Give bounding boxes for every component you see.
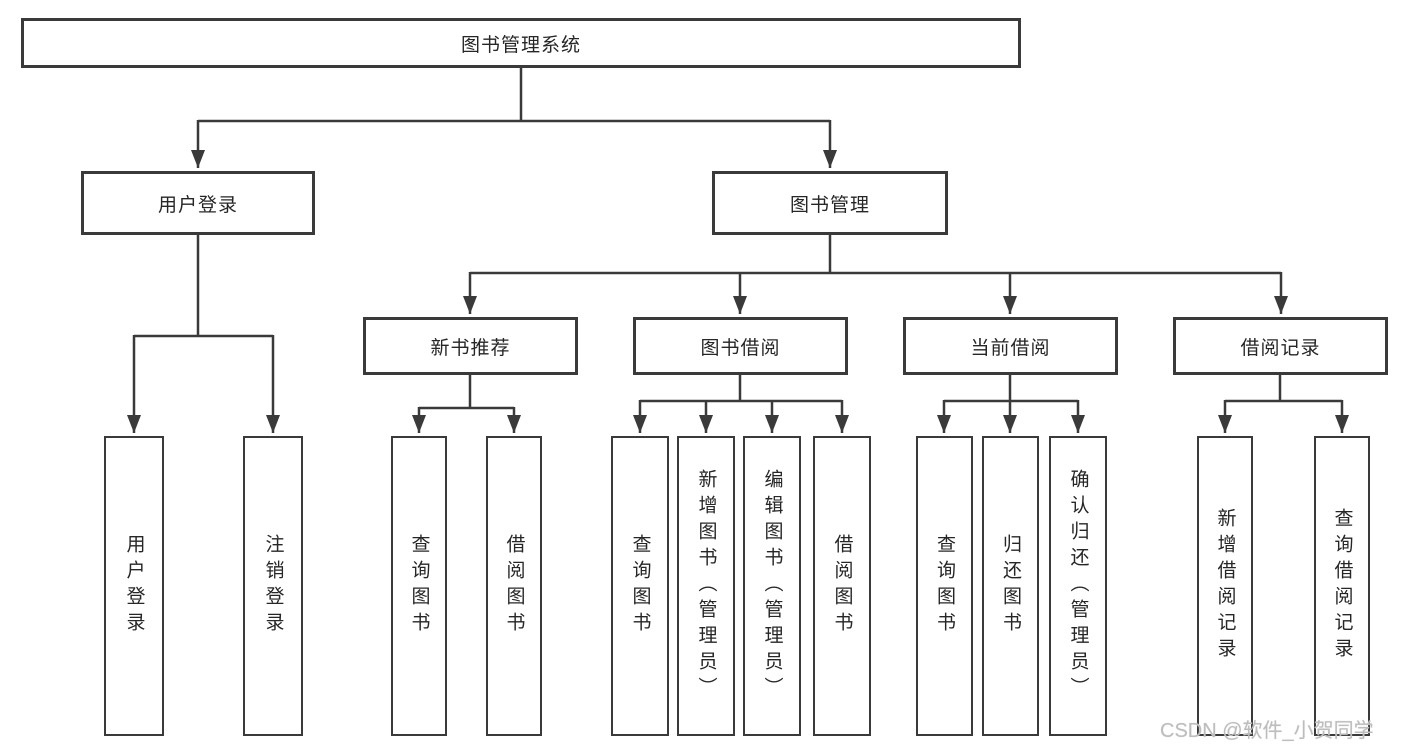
node-book-management: 图书管理 xyxy=(712,171,948,235)
node-current-borrow: 当前借阅 xyxy=(903,317,1118,375)
leaf-logout: 注销登录 xyxy=(243,436,303,736)
leaf-query-books-current: 查询图书 xyxy=(916,436,973,736)
leaf-query-books-borrow: 查询图书 xyxy=(611,436,669,736)
node-library-management-system: 图书管理系统 xyxy=(21,18,1021,68)
leaf-query-books-recommend: 查询图书 xyxy=(391,436,447,736)
node-borrow-records: 借阅记录 xyxy=(1173,317,1388,375)
leaf-add-borrow-record: 新增借阅记录 xyxy=(1197,436,1253,736)
leaf-add-books-admin: 新增图书（管理员） xyxy=(677,436,735,736)
node-book-borrow: 图书借阅 xyxy=(633,317,848,375)
leaf-borrow-books-recommend: 借阅图书 xyxy=(486,436,542,736)
leaf-borrow-books: 借阅图书 xyxy=(813,436,871,736)
leaf-user-login: 用户登录 xyxy=(104,436,164,736)
node-user-login: 用户登录 xyxy=(81,171,315,235)
leaf-edit-books-admin: 编辑图书（管理员） xyxy=(743,436,801,736)
leaf-query-borrow-record: 查询借阅记录 xyxy=(1314,436,1370,736)
csdn-watermark: CSDN @软件_小贺同学 xyxy=(1160,720,1374,742)
leaf-return-books: 归还图书 xyxy=(982,436,1039,736)
node-new-book-recommend: 新书推荐 xyxy=(363,317,578,375)
leaf-confirm-return-admin: 确认归还（管理员） xyxy=(1049,436,1107,736)
